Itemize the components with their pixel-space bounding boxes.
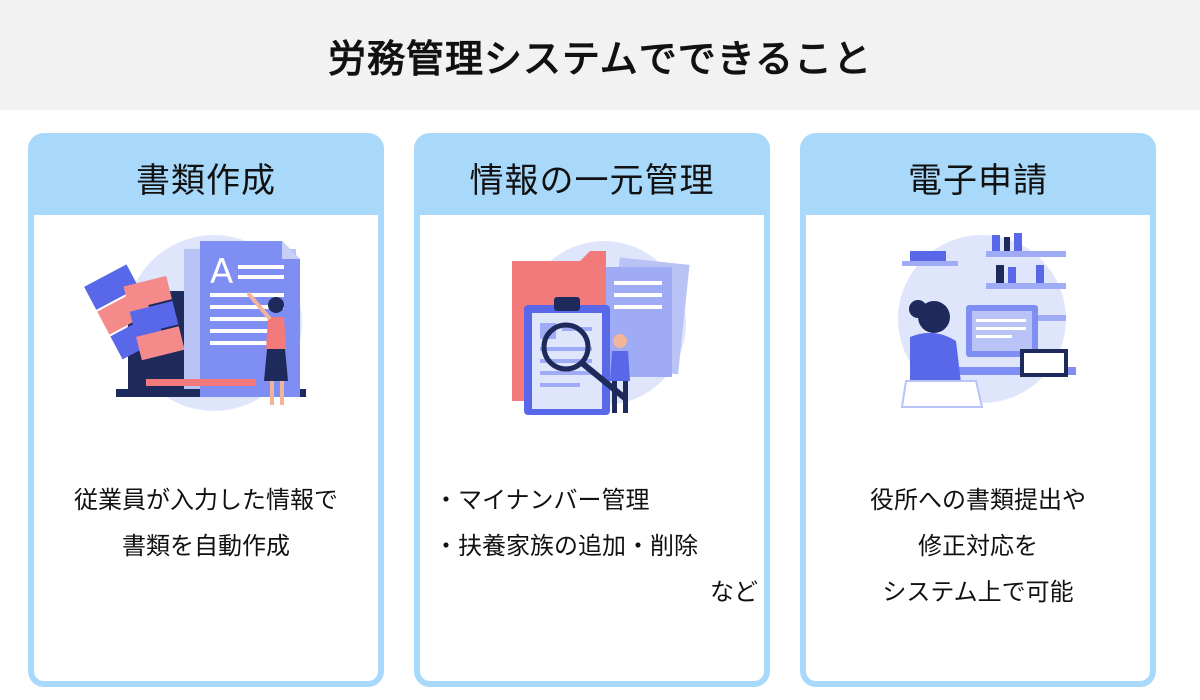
card-header: 書類作成 [34, 139, 378, 215]
list-tail: など [710, 578, 758, 606]
description-line: システム上で可能 [882, 578, 1074, 606]
card-description: 役所への書類提出や 修正対応を システム上で可能 [806, 477, 1150, 615]
svg-text:A: A [210, 252, 233, 292]
document-creation-illustration: A [84, 235, 306, 411]
feature-card-online-application: 電子申請 役所への書類提出や 修正対応を システム上で可能 [800, 133, 1156, 687]
description-line: 従業員が入力した情報で [74, 486, 338, 514]
list-item: ・マイナンバー管理 [434, 486, 650, 514]
description-line: 役所への書類提出や [870, 486, 1086, 514]
feature-card-data-management: 情報の一元管理 ・マイナンバー管理 ・扶養家族の追加・削除 など [414, 133, 770, 687]
card-description: ・マイナンバー管理 ・扶養家族の追加・削除 など [434, 477, 758, 615]
page-title: 労務管理システムでできること [327, 36, 873, 81]
online-application-illustration [898, 233, 1076, 408]
card-title: 電子申請 [908, 160, 1048, 201]
data-management-illustration [512, 241, 690, 415]
card-description: 従業員が入力した情報で 書類を自動作成 [34, 477, 378, 569]
card-header: 電子申請 [806, 139, 1150, 215]
description-line: 書類を自動作成 [122, 532, 290, 560]
card-title: 書類作成 [136, 160, 276, 201]
list-item: ・扶養家族の追加・削除 [434, 532, 698, 560]
card-title: 情報の一元管理 [469, 160, 715, 201]
description-line: 修正対応を [918, 532, 1038, 560]
card-header: 情報の一元管理 [420, 139, 764, 215]
page-header: 労務管理システムでできること [0, 0, 1200, 110]
feature-card-documents: 書類作成 A [28, 133, 384, 687]
